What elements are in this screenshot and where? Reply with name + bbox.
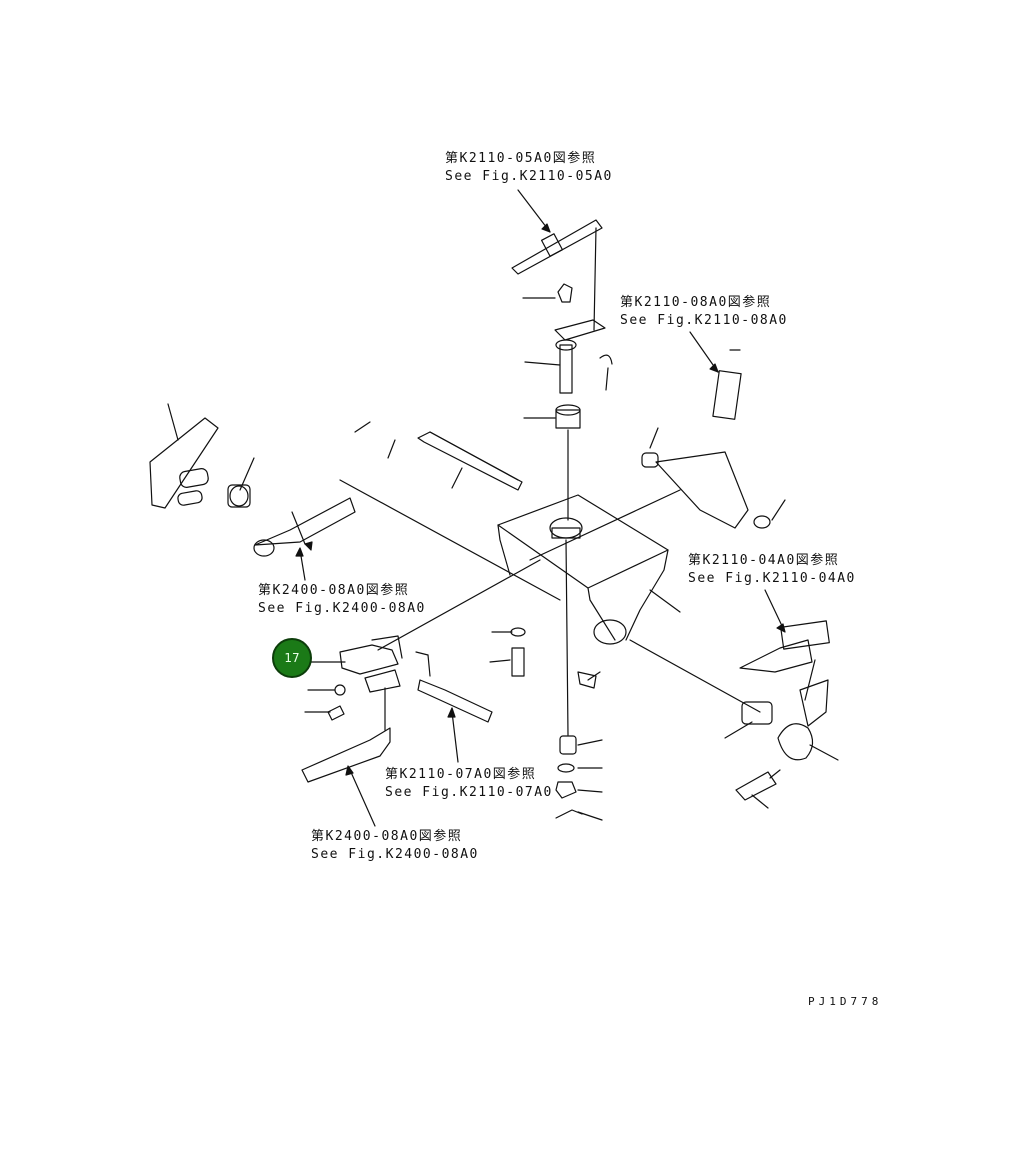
ref-k2110-08a0[interactable]: 第K2110-08A0図参照 See Fig.K2110-08A0 <box>620 294 788 330</box>
right-linkage <box>735 620 830 801</box>
ref-en-text: See Fig.K2110-07A0 <box>385 785 553 800</box>
ref-jp-text: 第K2110-08A0図参照 <box>620 295 772 310</box>
ref-k2110-05a0[interactable]: 第K2110-05A0図参照 See Fig.K2110-05A0 <box>445 150 613 186</box>
left-linkage <box>301 559 541 783</box>
ref-jp-text: 第K2110-04A0図参照 <box>688 553 840 568</box>
upper-cable-assembly <box>511 219 613 521</box>
ref-k2400-08a0-lower[interactable]: 第K2400-08A0図参照 See Fig.K2400-08A0 <box>311 828 479 864</box>
callout-number: 17 <box>284 651 300 665</box>
ref-en-text: See Fig.K2110-05A0 <box>445 169 613 184</box>
lower-column-parts <box>555 671 597 819</box>
left-pedal-assembly <box>149 417 561 601</box>
ref-en-text: See Fig.K2110-04A0 <box>688 571 856 586</box>
ref-k2110-04a0[interactable]: 第K2110-04A0図参照 See Fig.K2110-04A0 <box>688 552 856 588</box>
ref-jp-text: 第K2110-05A0図参照 <box>445 151 597 166</box>
reference-arrows <box>291 189 786 827</box>
part-callout-17[interactable]: 17 <box>272 638 312 678</box>
ref-k2400-08a0-upper[interactable]: 第K2400-08A0図参照 See Fig.K2400-08A0 <box>258 582 426 618</box>
ref-en-text: See Fig.K2400-08A0 <box>311 847 479 862</box>
drawing-code: PJ1D778 <box>808 995 883 1008</box>
ref-jp-text: 第K2400-08A0図参照 <box>311 829 463 844</box>
ref-jp-text: 第K2400-08A0図参照 <box>258 583 410 598</box>
ref-k2110-07a0[interactable]: 第K2110-07A0図参照 See Fig.K2110-07A0 <box>385 766 553 802</box>
ref-jp-text: 第K2110-07A0図参照 <box>385 767 537 782</box>
right-shaft-assembly <box>529 349 771 713</box>
ref-en-text: See Fig.K2400-08A0 <box>258 601 426 616</box>
leader-lines <box>167 297 839 821</box>
ref-en-text: See Fig.K2110-08A0 <box>620 313 788 328</box>
main-bracket <box>417 431 669 736</box>
